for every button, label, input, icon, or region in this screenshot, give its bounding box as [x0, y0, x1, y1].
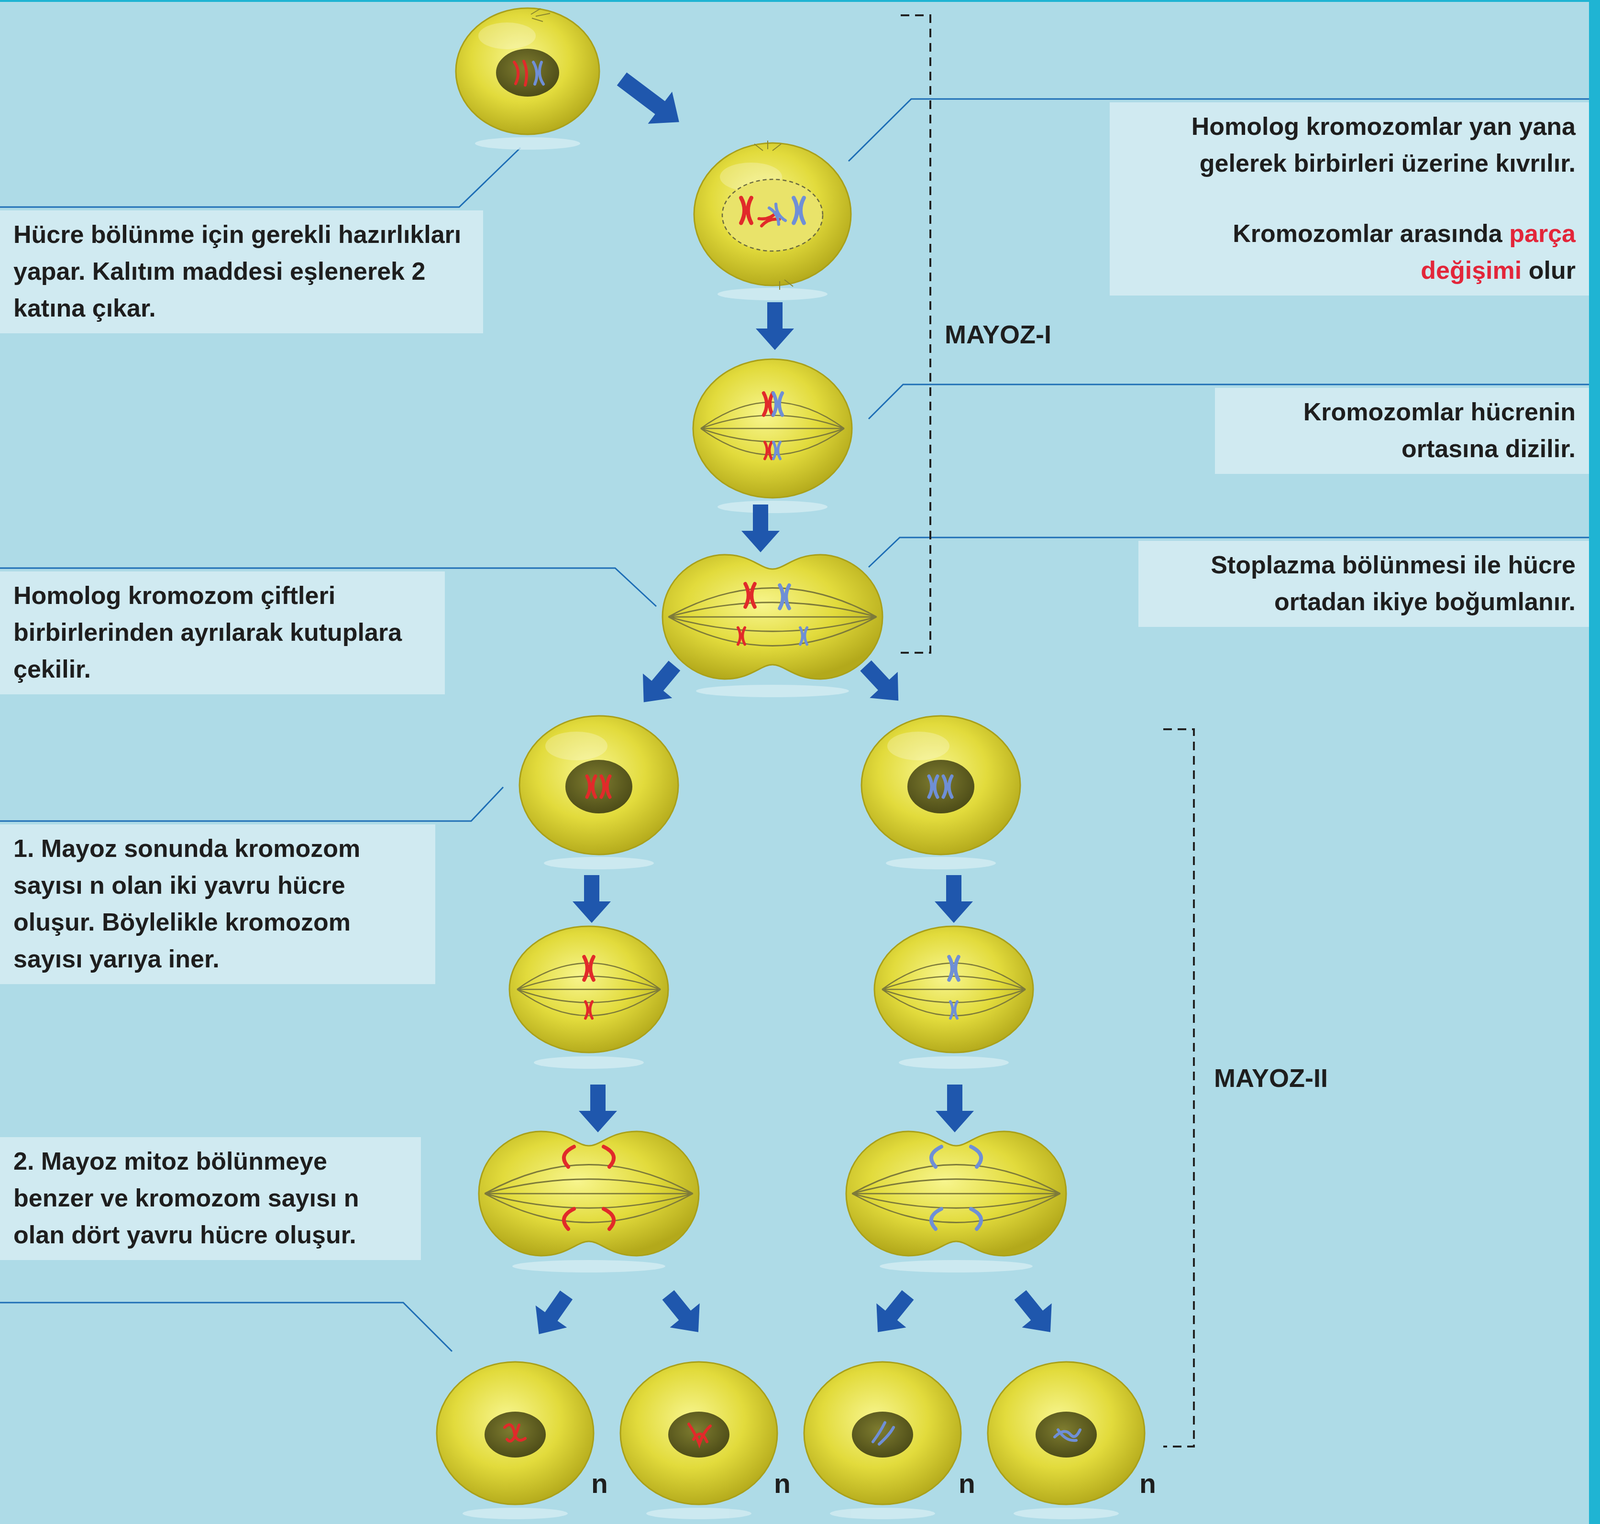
callout-paragraph: 1. Mayoz sonunda kromozom sayısı n olan … [13, 830, 422, 978]
callout-text: olur [1528, 256, 1576, 285]
callout-paragraph: Stoplazma bölünmesi ile hücre ortadan ik… [1151, 546, 1576, 621]
callout-panel: 1. Mayoz sonunda kromozom sayısı n olan … [0, 824, 436, 985]
ploidy-label: n [591, 1467, 608, 1501]
callout-paragraph: Kromozomlar arasındaparça değişimiolur [1123, 215, 1576, 289]
callout-text: Hücre bölünme için gerekli hazırlıkları … [13, 220, 462, 322]
callout-paragraph: Homolog kromozom çiftleri birbirlerinden… [13, 577, 432, 688]
callout-text: 2. Mayoz mitoz bölünmeye benzer ve kromo… [13, 1147, 360, 1249]
ploidy-label: n [1139, 1467, 1157, 1501]
phase-label: MAYOZ-II [1213, 1062, 1328, 1094]
callout-text: Homolog kromozom çiftleri birbirlerinden… [13, 581, 402, 684]
callout-paragraph: 2. Mayoz mitoz bölünmeye benzer ve kromo… [13, 1143, 408, 1254]
callout-panel: Stoplazma bölünmesi ile hücre ortadan ik… [1138, 540, 1589, 628]
callout-text: Stoplazma bölünmesi ile hücre ortadan ik… [1210, 551, 1576, 616]
callout-panel: Homolog kromozomlar yan yana gelerek bir… [1109, 102, 1589, 296]
callout-text: Kromozomlar arasında [1232, 219, 1503, 248]
callout-panel: Kromozomlar hücrenin ortasına dizilir. [1214, 387, 1589, 475]
phase-label: MAYOZ-I [944, 319, 1052, 351]
callout-text: 1. Mayoz sonunda kromozom sayısı n olan … [13, 834, 361, 973]
callout-panel: Homolog kromozom çiftleri birbirlerinden… [0, 571, 445, 695]
callout-paragraph: Homolog kromozomlar yan yana gelerek bir… [1123, 108, 1576, 182]
callout-panel: 2. Mayoz mitoz bölünmeye benzer ve kromo… [0, 1137, 421, 1261]
ploidy-label: n [958, 1467, 976, 1501]
callout-paragraph: Hücre bölünme için gerekli hazırlıkları … [13, 216, 470, 327]
callout-paragraph: Kromozomlar hücrenin ortasına dizilir. [1228, 393, 1576, 468]
callout-panel: Hücre bölünme için gerekli hazırlıkları … [0, 210, 484, 334]
callout-text: Kromozomlar hücrenin ortasına dizilir. [1303, 397, 1576, 463]
ploidy-label: n [773, 1467, 791, 1501]
callout-text: Homolog kromozomlar yan yana gelerek bir… [1191, 112, 1576, 177]
